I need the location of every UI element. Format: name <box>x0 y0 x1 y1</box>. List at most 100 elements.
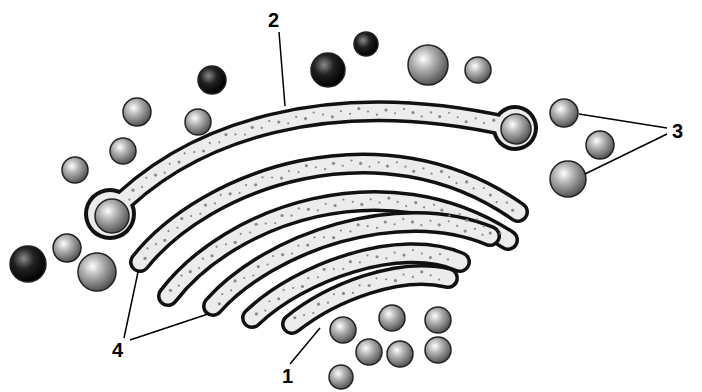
lumen-dot <box>357 107 360 110</box>
lumen-dot <box>387 197 390 200</box>
lumen-dot <box>189 270 192 273</box>
lumen-dot <box>394 252 396 254</box>
lumen-dot <box>307 277 309 279</box>
lumen-dot <box>412 170 415 173</box>
lumen-dot <box>234 241 237 244</box>
lumen-dot <box>342 292 345 295</box>
lumen-dot <box>331 115 334 118</box>
lumen-dot <box>385 257 387 259</box>
lumen-dot <box>214 202 216 204</box>
lumen-dot <box>405 205 407 207</box>
lumen-dot <box>412 249 414 251</box>
lumen-dot <box>277 120 280 123</box>
lumen-dot <box>274 222 276 224</box>
lumen-dot <box>215 246 217 248</box>
lumen-dot <box>475 117 477 119</box>
lumen-dot <box>357 223 360 226</box>
lumen-dot <box>448 215 450 217</box>
lumen-dot <box>234 133 236 135</box>
lumen-dot <box>303 314 305 316</box>
lumen-dot <box>367 225 369 227</box>
lumen-dot <box>287 122 289 124</box>
lumen-dot <box>499 232 501 234</box>
lumen-dot <box>422 167 424 169</box>
lumen-dot <box>332 162 335 165</box>
lumen-dot <box>384 220 387 223</box>
lumen-dot <box>252 274 254 276</box>
lumen-dot <box>295 116 297 118</box>
lumen-dot <box>438 115 441 118</box>
lumen-dot <box>448 220 450 222</box>
lumen-dot <box>271 176 273 178</box>
lumen-dot <box>312 312 314 314</box>
lumen-dot <box>233 279 236 282</box>
lumen-dot <box>307 208 310 211</box>
lumen-dot <box>199 213 201 215</box>
lumen-dot <box>143 257 146 260</box>
lumen-dot <box>370 198 372 200</box>
lumen-dot <box>154 173 157 176</box>
lumen-dot <box>352 201 354 203</box>
lumen-dot <box>464 229 467 232</box>
lumen-dot <box>429 220 431 222</box>
lumen-dot <box>375 255 378 258</box>
lumen-dot <box>496 201 498 203</box>
lumen-dot <box>489 193 492 196</box>
lumen-dot <box>397 201 399 203</box>
lumen-dot <box>202 149 205 152</box>
lumen-dot <box>317 209 319 211</box>
lumen-dot <box>492 119 495 122</box>
lumen-dot <box>146 247 148 249</box>
lumen-dot <box>229 192 232 195</box>
lumen-dot <box>202 258 204 260</box>
lumen-dot <box>483 187 485 189</box>
lumen-dot <box>281 253 284 256</box>
lumen-dot <box>255 223 258 226</box>
lumen-dot <box>297 244 299 246</box>
lumen-dot <box>249 231 251 233</box>
lumen-dot <box>261 176 263 178</box>
lumen-dot <box>448 112 450 114</box>
lumen-dot <box>368 166 370 168</box>
lumen-dot <box>483 225 485 227</box>
lumen-dot <box>243 277 245 279</box>
lumen-dot <box>340 110 342 112</box>
lumen-dot <box>366 254 368 256</box>
lumen-dot <box>412 276 414 278</box>
lumen-dot <box>293 316 296 319</box>
vesicles <box>10 32 614 389</box>
lumen-dot <box>332 236 335 239</box>
lumen-dot <box>342 268 344 270</box>
lumen-dot <box>420 224 422 226</box>
lumen-dot <box>430 111 432 113</box>
lumen-dot <box>313 236 315 238</box>
lumen-dot <box>261 127 263 129</box>
lumen-dot <box>433 204 435 206</box>
lumen-dot <box>394 279 397 282</box>
lumen-dot <box>283 289 285 291</box>
lumen-dot <box>272 255 274 257</box>
lumen-dot <box>447 258 449 260</box>
lumen-dot <box>292 287 294 289</box>
lumen-dot <box>218 302 221 305</box>
lumen-dot <box>481 234 483 236</box>
lumen-dot <box>349 113 351 115</box>
lumen-dot <box>430 274 432 276</box>
lumen-dot <box>169 163 171 165</box>
lumen-dot <box>178 284 180 286</box>
callout-number: 2 <box>268 10 279 30</box>
lumen-dot <box>280 176 283 179</box>
lumen-dot <box>465 120 468 123</box>
lumen-dot <box>430 173 432 175</box>
lumen-dot <box>385 278 387 280</box>
lumen-dot <box>255 312 258 315</box>
lumen-dot <box>420 270 423 273</box>
lumen-dot <box>169 289 172 292</box>
lumen-dot <box>254 183 257 186</box>
lumen-dot <box>268 120 270 122</box>
lumen-dot <box>455 182 457 184</box>
lumen-dot <box>458 213 460 215</box>
lumen-dot <box>465 219 468 222</box>
lumen-dot <box>404 166 406 168</box>
lumen-dot <box>394 112 396 114</box>
